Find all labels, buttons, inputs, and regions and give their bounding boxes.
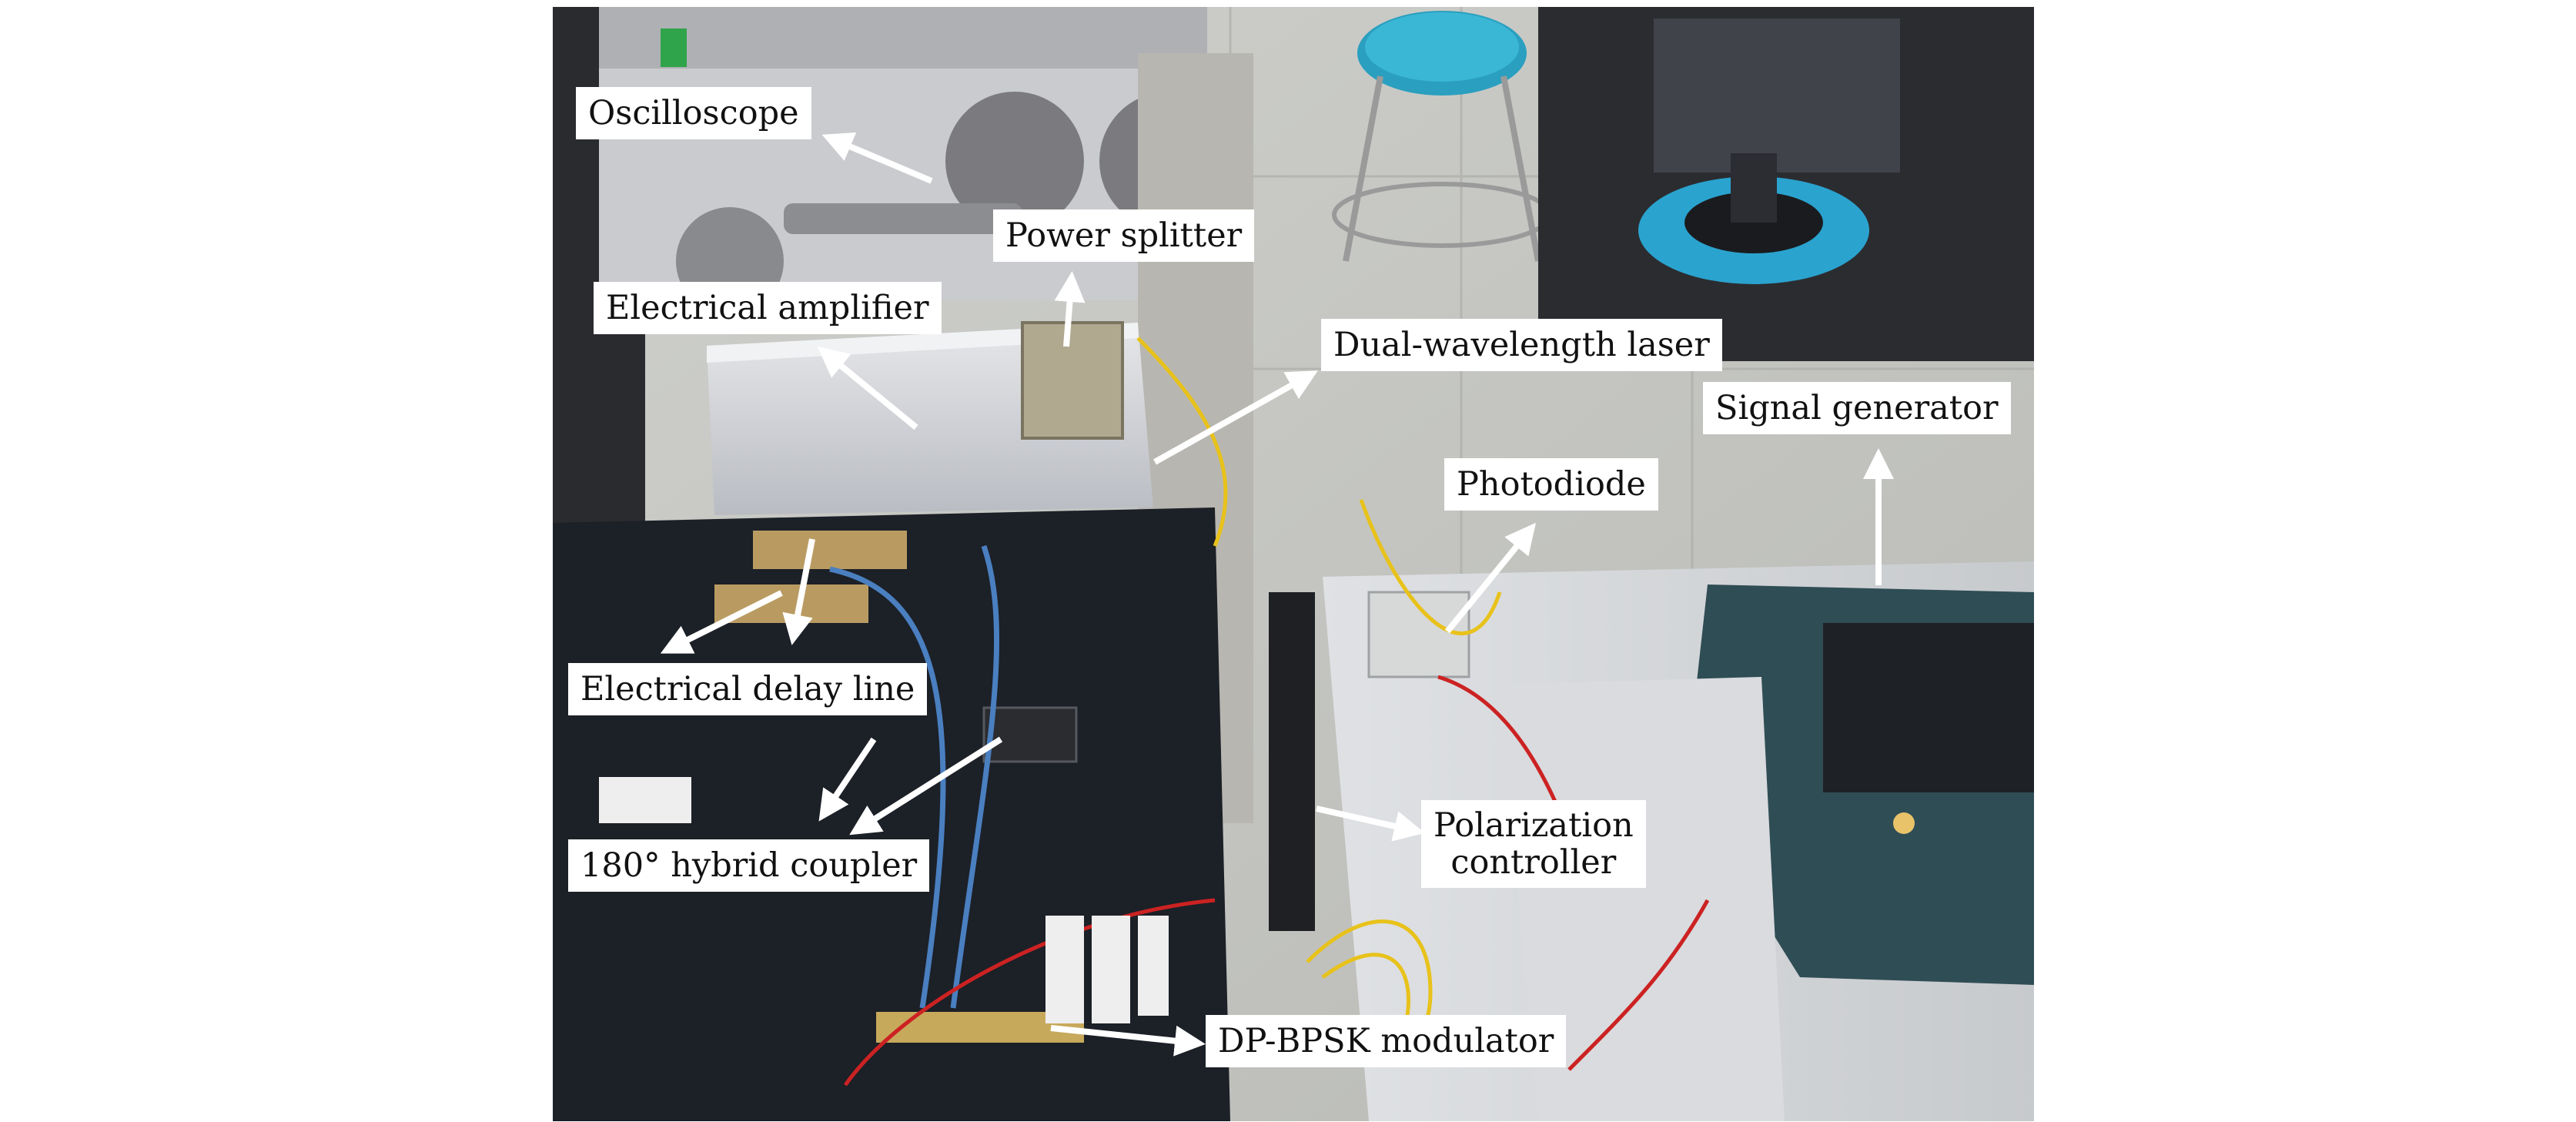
label-polarization-controller-line1: Polarization	[1434, 806, 1634, 845]
stool	[1332, 11, 1552, 262]
label-electrical-amplifier: Electrical amplifier	[594, 282, 942, 334]
arrow-hybrid-coupler-2	[849, 736, 1003, 836]
label-dual-wavelength-laser: Dual-wavelength laser	[1321, 319, 1722, 371]
label-polarization-controller-line2: controller	[1450, 843, 1617, 882]
arrow-power-splitter	[1054, 271, 1086, 347]
label-oscilloscope: Oscilloscope	[576, 87, 811, 139]
hybrid-coupler-device	[982, 706, 1078, 763]
arrow-electrical-amplifier	[817, 346, 918, 430]
arrow-delay-line-2	[782, 538, 815, 645]
arrow-dp-bpsk-modulator	[1050, 1025, 1206, 1057]
arrow-dual-wavelength-laser	[1153, 370, 1318, 465]
label-signal-generator: Signal generator	[1703, 382, 2011, 434]
label-electrical-delay-line: Electrical delay line	[568, 663, 928, 715]
label-dp-bpsk-modulator: DP-BPSK modulator	[1206, 1015, 1567, 1067]
equipment-rack	[1538, 7, 2034, 361]
polarization-controller-device	[1269, 592, 1315, 931]
label-power-splitter: Power splitter	[993, 209, 1255, 262]
label-polarization-controller: Polarization controller	[1421, 800, 1646, 888]
arrow-oscilloscope	[821, 132, 933, 184]
arrow-polarization-controller	[1316, 805, 1425, 842]
arrow-hybrid-coupler-1	[818, 737, 877, 822]
arrow-delay-line-1	[660, 590, 783, 654]
arrow-photodiode	[1444, 522, 1537, 634]
power-splitter-device	[1021, 321, 1124, 440]
power-supply-device	[1500, 677, 1785, 1121]
label-hybrid-coupler: 180° hybrid coupler	[568, 839, 930, 892]
label-photodiode: Photodiode	[1444, 458, 1658, 511]
photodiode-device	[1367, 591, 1470, 678]
